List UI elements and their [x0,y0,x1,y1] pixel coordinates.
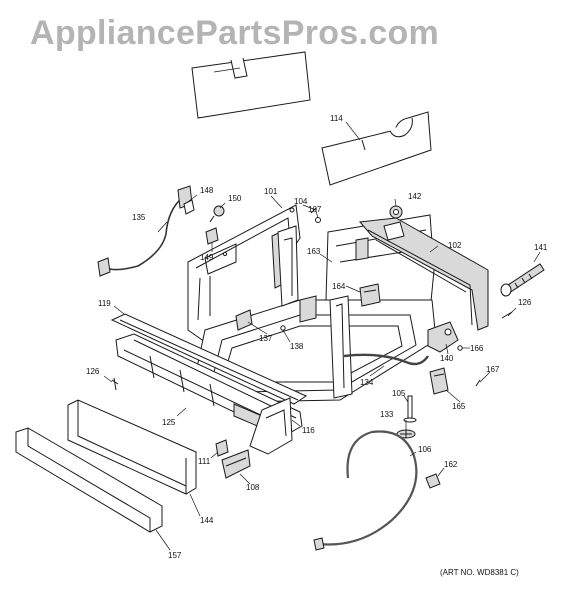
callout-126-right: 126 [518,298,532,307]
toe-rail-119 [110,313,308,405]
leveling-leg-141 [500,263,545,297]
callout-leaders [103,121,541,551]
bracket-108 [221,449,251,479]
hose-134 [343,353,429,366]
bracket-164 [359,283,381,307]
drain-hose-106 [317,430,418,546]
callout-167: 167 [486,365,500,374]
screw-167 [475,379,481,387]
callout-102: 102 [448,241,462,250]
rail-102 [359,217,489,331]
insulation-panel-114 [321,111,432,186]
callout-137: 137 [259,334,273,343]
part-148 [183,199,195,215]
callout-labels: 114 101 135 148 150 149 104 107 142 102 … [86,114,548,560]
callout-157: 157 [168,551,182,560]
wire-harness-135 [97,185,193,277]
clip-111 [215,439,229,457]
callout-148: 148 [200,186,214,195]
callout-141: 141 [534,243,548,252]
callout-104: 104 [294,197,308,206]
callout-149: 149 [200,253,214,262]
pin-105 [403,395,417,423]
front-rail-125 [115,333,303,437]
insulation-panel-upper [191,51,311,119]
screw-104 [310,207,317,214]
callout-150: 150 [228,194,242,203]
callout-111: 111 [198,457,211,466]
part-138 [280,325,286,331]
screw-107 [315,217,321,223]
part-137 [235,309,253,331]
callout-140: 140 [440,354,454,363]
callout-106: 106 [418,445,432,454]
callout-126-left: 126 [86,367,100,376]
bolt-142 [389,205,403,219]
callout-162: 162 [444,460,458,469]
callout-138: 138 [290,342,304,351]
front-bracket-116 [249,397,293,455]
part-150 [209,205,225,223]
callout-135: 135 [132,213,146,222]
callout-125: 125 [162,418,176,427]
callout-134: 134 [360,378,374,387]
callout-105: 105 [392,389,406,398]
clamp-162 [425,473,441,489]
callout-165: 165 [452,402,466,411]
callout-166: 166 [470,344,484,353]
screw-126-left [111,377,119,391]
callout-133: 133 [380,410,394,419]
bracket-165 [429,367,449,395]
callout-108: 108 [246,483,260,492]
callout-163: 163 [307,247,321,256]
watermark: AppliancePartsPros.com [30,14,440,52]
callout-101: 101 [264,187,278,196]
callout-144: 144 [200,516,214,525]
callout-164: 164 [332,282,346,291]
screw-166 [457,345,463,351]
toe-kick-157 [15,427,163,533]
callout-107: 107 [308,205,322,214]
valve-140 [427,321,459,353]
callout-142: 142 [408,192,422,201]
callout-119: 119 [98,299,111,308]
drain-hose-end [313,537,325,551]
part-149 [205,227,219,245]
kick-panel-144 [67,399,197,495]
callout-116: 116 [302,426,315,435]
screw-126-right [501,311,513,319]
art-number: (ART NO. WD8381 C) [440,568,519,577]
callout-114: 114 [330,114,343,123]
